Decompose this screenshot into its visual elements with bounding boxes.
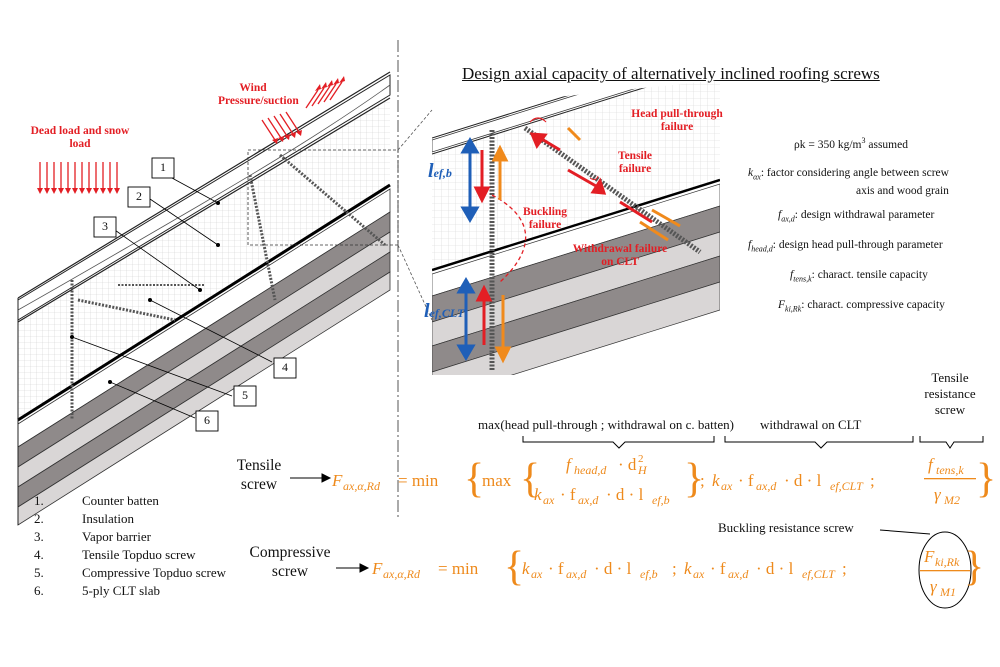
- svg-text:· d · l: · d · l: [784, 471, 822, 490]
- svg-text:}: }: [964, 544, 984, 590]
- svg-text:· d · l: · d · l: [756, 559, 794, 578]
- svg-text:ef,b: ef,b: [652, 493, 670, 507]
- legend-item: 3.Vapor barrier: [34, 529, 151, 544]
- lef-b-label: lef,b: [428, 160, 452, 182]
- svg-text:ki,Rk: ki,Rk: [935, 555, 960, 569]
- legend-item: 4.Tensile Topduo screw: [34, 547, 196, 562]
- callout-3: 3: [102, 219, 108, 233]
- svg-text:tens,k: tens,k: [936, 463, 964, 477]
- svg-text:M2: M2: [943, 493, 960, 507]
- buckling-failure-label: Buckling failure: [522, 206, 568, 231]
- svg-text:ax,d: ax,d: [756, 479, 777, 493]
- svg-text:;: ;: [842, 559, 847, 578]
- svg-text:}: }: [976, 456, 996, 502]
- svg-text:f: f: [928, 455, 935, 474]
- svg-text:= min: = min: [438, 559, 479, 578]
- buckling-resistance-label: Buckling resistance screw: [718, 520, 854, 535]
- svg-text:f: f: [566, 455, 573, 474]
- svg-text:ef,CLT: ef,CLT: [830, 479, 864, 493]
- svg-text:ef,b: ef,b: [640, 567, 658, 581]
- legend-item: 6.5-ply CLT slab: [34, 583, 161, 598]
- svg-text:· f: · f: [738, 471, 754, 490]
- svg-text:ax,d: ax,d: [566, 567, 587, 581]
- svg-text:ax,d: ax,d: [578, 493, 599, 507]
- tensile-resistance-label: Tensile resistance screw: [924, 370, 976, 417]
- svg-text:{: {: [464, 456, 484, 502]
- legend: 1.Counter batten 2.Insulation 3.Vapor ba…: [34, 492, 226, 600]
- svg-text:· d · l: · d · l: [594, 559, 632, 578]
- screw-arrows: [290, 473, 370, 573]
- svg-text:head,d: head,d: [574, 463, 607, 477]
- svg-text:k: k: [712, 471, 720, 490]
- callout-5: 5: [242, 388, 248, 402]
- param-kax: kαx: factor considering angle between sc…: [748, 167, 949, 198]
- param-fki: Fki,Rk: charact. compressive capacity: [778, 299, 945, 314]
- legend-item: 5.Compressive Topduo screw: [34, 565, 226, 580]
- svg-text:· f: · f: [548, 559, 564, 578]
- callout-boxes: [93, 157, 297, 432]
- svg-text:ax: ax: [543, 493, 555, 507]
- svg-text:· d: · d: [618, 455, 637, 474]
- param-ftens: ftens,k: charact. tensile capacity: [790, 269, 928, 284]
- svg-text:;: ;: [672, 559, 677, 578]
- tensile-failure-label: Tensile failure: [617, 150, 653, 175]
- diagram-title: Design axial capacity of alternatively i…: [462, 64, 880, 83]
- svg-text:k: k: [534, 485, 542, 504]
- svg-text:max: max: [482, 471, 512, 490]
- legend-item: 2.Insulation: [34, 511, 134, 526]
- svg-text:ax,α,Rd: ax,α,Rd: [343, 479, 381, 493]
- param-fax: fax,d: design withdrawal parameter: [778, 209, 935, 224]
- svg-text:H: H: [637, 463, 648, 477]
- svg-text:}: }: [684, 456, 704, 502]
- left-buildup: [17, 40, 433, 526]
- svg-text:F: F: [331, 471, 343, 490]
- compressive-screw-label: Compressive screw: [249, 544, 331, 580]
- tensile-screw-label: Tensile screw: [236, 457, 282, 493]
- svg-text:ax: ax: [693, 567, 705, 581]
- dead-load-label: Dead load and snow load: [30, 125, 130, 150]
- svg-text:γ: γ: [930, 577, 938, 596]
- svg-text:{: {: [504, 544, 524, 590]
- svg-text:2: 2: [638, 453, 644, 465]
- svg-text:k: k: [522, 559, 530, 578]
- wind-label: Wind Pressure/suction: [218, 82, 299, 107]
- max-head-label: max(head pull-through ; withdrawal on c.…: [478, 417, 734, 432]
- svg-text:{: {: [520, 456, 540, 502]
- svg-text:ax: ax: [531, 567, 543, 581]
- zoom-detail: [432, 80, 720, 375]
- svg-text:ax,α,Rd: ax,α,Rd: [383, 567, 421, 581]
- callout-2: 2: [136, 189, 142, 203]
- param-fhead: fhead,d: design head pull-through parame…: [748, 239, 943, 254]
- svg-text:= min: = min: [398, 471, 439, 490]
- withdrawal-clt-brace-label: withdrawal on CLT: [760, 417, 862, 432]
- svg-text:ax: ax: [721, 479, 733, 493]
- svg-text:· f: · f: [710, 559, 726, 578]
- callout-4: 4: [282, 360, 288, 374]
- svg-text:· d · l: · d · l: [606, 485, 644, 504]
- svg-text:· f: · f: [560, 485, 576, 504]
- svg-text:ef,CLT: ef,CLT: [802, 567, 836, 581]
- head-pull-through-label: Head pull-through failure: [631, 108, 723, 133]
- svg-text:M1: M1: [939, 585, 956, 599]
- withdrawal-clt-label: Withdrawal failure on CLT: [572, 243, 668, 268]
- svg-text:F: F: [371, 559, 383, 578]
- lef-clt-label: lef,CLT: [424, 300, 465, 322]
- param-rho: ρk = 350 kg/m3 assumed: [794, 136, 908, 151]
- legend-item: 1.Counter batten: [34, 493, 159, 508]
- svg-text:γ: γ: [934, 485, 942, 504]
- svg-text:ax,d: ax,d: [728, 567, 749, 581]
- svg-text:k: k: [684, 559, 692, 578]
- svg-text:F: F: [923, 547, 935, 566]
- svg-text:;: ;: [700, 471, 705, 490]
- formula-braces: [522, 436, 984, 609]
- callout-1: 1: [160, 160, 166, 174]
- callout-6: 6: [204, 413, 210, 427]
- svg-text:;: ;: [870, 471, 875, 490]
